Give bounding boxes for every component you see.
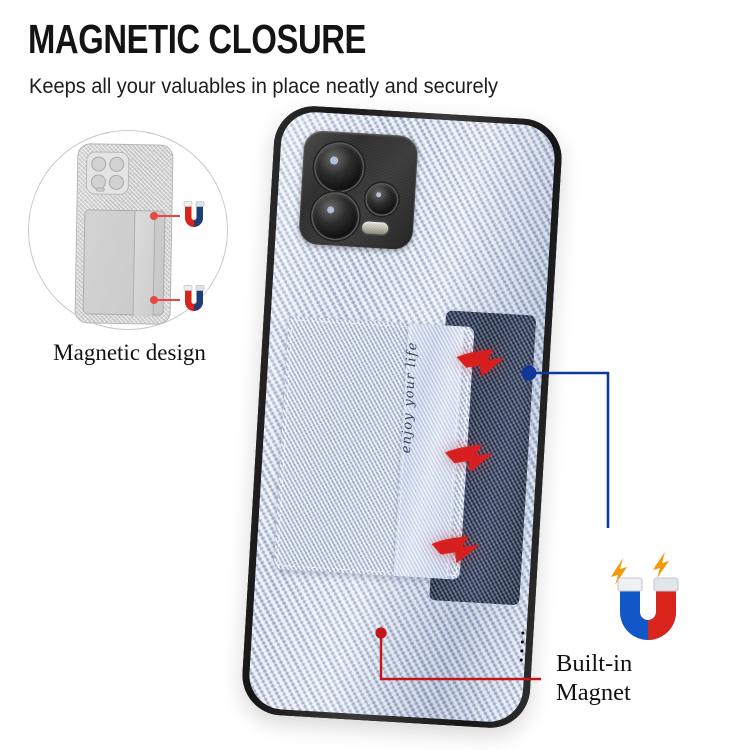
diagram-circle-outline [28, 130, 228, 330]
magnet-label-line-2: Magnet [556, 678, 631, 706]
magnet-label-line-1: Built-in [556, 650, 633, 677]
lens-glass [327, 155, 351, 179]
page-subtitle: Keeps all your valuables in place neatly… [29, 74, 499, 98]
schematic-camera-module [85, 151, 130, 196]
magnetic-design-label: Magnetic design [53, 340, 206, 365]
schematic-flash [95, 187, 105, 192]
lens-glass [324, 205, 347, 228]
schematic-phone-case [74, 143, 174, 325]
lens-highlight [329, 156, 338, 165]
camera-lens-secondary [311, 192, 360, 240]
case-back-surface: enjoy your life [247, 110, 557, 724]
built-in-magnet-label: Built-in Magnet [556, 650, 746, 708]
lens-glass [374, 192, 389, 207]
page-title: MAGNETIC CLOSURE [28, 16, 366, 62]
insertion-arrow [428, 530, 494, 574]
horseshoe-magnet-icon [177, 282, 211, 316]
magnet-marker-dot-bottom [150, 296, 158, 304]
lens-highlight [375, 192, 382, 198]
magnetic-design-diagram: Magnetic design [22, 128, 237, 383]
insertion-arrow [441, 439, 507, 483]
magnet-leader-line-bottom [158, 299, 180, 301]
insertion-arrow [453, 343, 519, 387]
horseshoe-magnet-icon [177, 198, 211, 232]
camera-lens-tertiary [366, 183, 398, 216]
built-in-magnet-icon [598, 552, 706, 648]
camera-lens-main [314, 142, 365, 193]
schematic-lens [108, 174, 125, 190]
camera-flash [361, 221, 389, 235]
camera-module [298, 129, 419, 251]
phone-case-photo: enjoy your life [218, 100, 618, 750]
lens-highlight [326, 205, 335, 214]
magnet-leader-line-top [158, 215, 180, 217]
schematic-lens [109, 156, 125, 172]
phone-case: enjoy your life [240, 103, 564, 731]
schematic-lens [91, 156, 107, 172]
magnet-marker-dot-top [150, 212, 158, 220]
